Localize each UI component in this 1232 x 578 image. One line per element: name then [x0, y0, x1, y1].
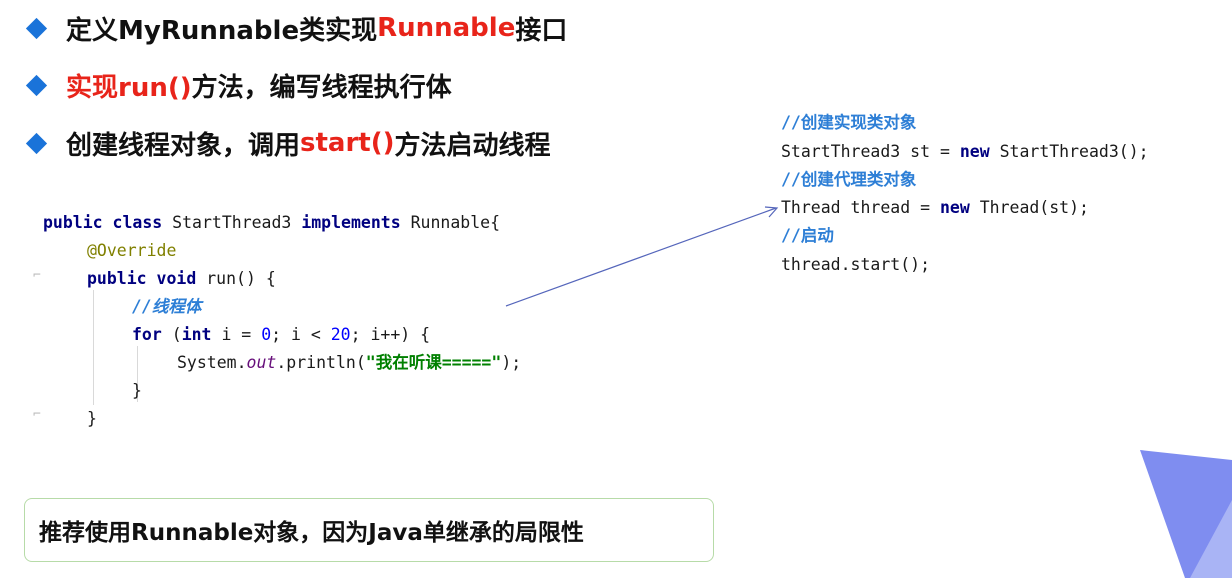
code-line-1: public class StartThread3 implements Run… [43, 213, 500, 232]
code-right-line-2: StartThread3 st = new StartThread3(); [781, 142, 1149, 161]
code-line-8: } [87, 409, 97, 428]
bullet-3-post: 方法启动线程 [394, 130, 551, 161]
bullet-1-post: 接口 [515, 15, 568, 46]
code-line-4: //线程体 [132, 297, 202, 316]
fold-marker-icon: ⌐ [33, 407, 41, 422]
callout-text: 推荐使用Runnable对象，因为Java单继承的局限性 [39, 520, 584, 546]
fold-marker-icon: ⌐ [33, 268, 41, 283]
code-line-6: System.out.println("我在听课====="); [177, 353, 522, 372]
bullet-3-pre: 创建线程对象，调用 [66, 130, 301, 161]
code-line-7: } [132, 381, 142, 400]
callout-box: 推荐使用Runnable对象，因为Java单继承的局限性 [24, 498, 714, 562]
bullet-3-highlight: start() [300, 128, 395, 158]
indent-guide [93, 290, 94, 405]
code-line-2: @Override [87, 241, 177, 260]
corner-decoration [1140, 450, 1232, 578]
code-right-line-1: //创建实现类对象 [781, 113, 917, 132]
code-right-line-6: thread.start(); [781, 255, 931, 274]
bullet-1-highlight: Runnable [377, 13, 516, 43]
bullet-2-post: 方法，编写线程执行体 [191, 72, 452, 103]
code-right-line-5: //启动 [781, 226, 834, 245]
bullet-2-highlight: 实现run() [66, 72, 192, 103]
indent-guide [137, 346, 138, 402]
code-line-3: public void run() { [87, 269, 276, 288]
bullet-1-pre: 定义MyRunnable类实现 [66, 15, 378, 46]
bullet-2: 实现run()方法，编写线程执行体 [25, 65, 452, 105]
code-right-line-3: //创建代理类对象 [781, 170, 917, 189]
code-line-5: for (int i = 0; i < 20; i++) { [132, 325, 431, 344]
code-right-line-4: Thread thread = new Thread(st); [781, 198, 1089, 217]
